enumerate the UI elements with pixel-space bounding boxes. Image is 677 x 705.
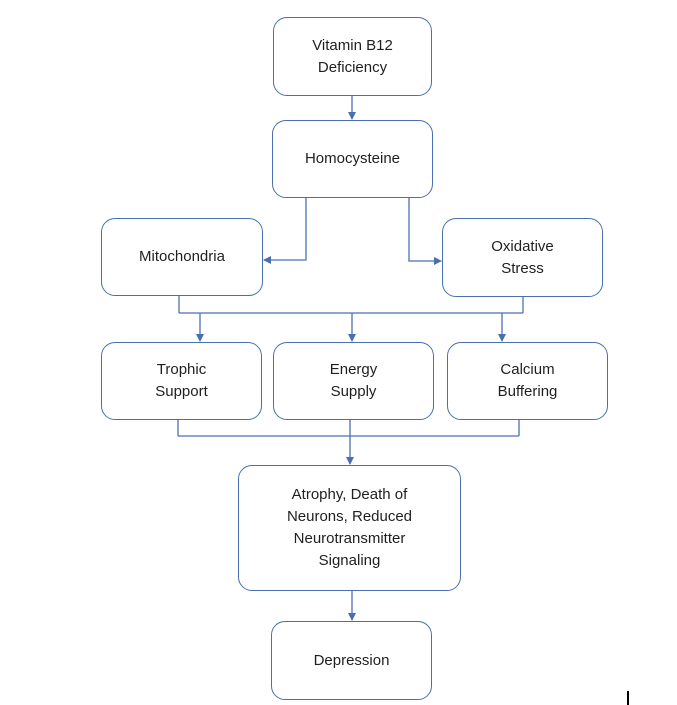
node-oxidative-stress: Oxidative Stress	[442, 218, 603, 297]
edge-homocysteine-to-mitochondria	[263, 198, 307, 264]
node-label: Oxidative Stress	[491, 237, 554, 277]
node-label: Trophic Support	[155, 361, 208, 400]
node-calcium-buffering: Calcium Buffering	[447, 342, 608, 420]
node-trophic-support: Trophic Support	[101, 342, 262, 420]
node-label: Vitamin B12 Deficiency	[312, 36, 393, 76]
node-energy-supply: Energy Supply	[273, 342, 434, 420]
text-cursor-mark	[627, 691, 629, 705]
node-atrophy-death-of-neurons: Atrophy, Death of Neurons, Reduced Neuro…	[238, 465, 461, 591]
node-label: Atrophy, Death of Neurons, Reduced Neuro…	[286, 486, 413, 569]
node-label: Depression	[313, 651, 390, 669]
node-mitochondria: Mitochondria	[101, 218, 263, 296]
node-label: Homocysteine	[304, 150, 401, 167]
node-homocysteine: Homocysteine	[272, 120, 433, 198]
node-depression: Depression	[271, 621, 432, 700]
edge-homocysteine-to-oxidative-stress	[408, 198, 442, 265]
node-label: Energy Supply	[329, 361, 378, 400]
node-label: Calcium Buffering	[497, 361, 558, 400]
node-vitamin-b12-deficiency: Vitamin B12 Deficiency	[273, 17, 432, 96]
node-label: Mitochondria	[139, 248, 225, 265]
